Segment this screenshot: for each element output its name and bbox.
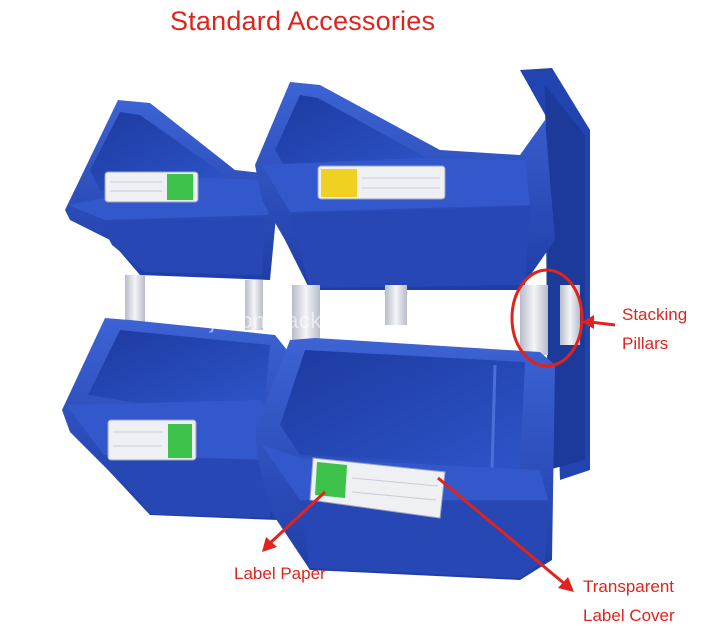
callout-transparent-line1: Transparent [583, 577, 675, 596]
arrow-stacking-pillars [582, 315, 616, 329]
label-holder-top-right [317, 165, 446, 200]
arrow-label-paper [262, 490, 327, 552]
label-holder-bottom-left [107, 419, 197, 461]
callout-stacking-pillars-line2: Pillars [622, 333, 669, 353]
callout-stacking-pillars: Stacking Pillars [622, 304, 687, 356]
bin-bottom-right [255, 338, 555, 580]
label-holder-top-left [104, 171, 199, 203]
stacking-pillars [125, 275, 580, 355]
callout-stacking-pillars-line1: Stacking [622, 305, 688, 324]
label-holder-bottom-right [309, 457, 446, 519]
watermark-text: jiutongrack.com [210, 308, 372, 333]
pillar-highlight-circle [510, 268, 584, 368]
callout-label-paper: Label Paper [234, 564, 326, 583]
page-title: Standard Accessories [170, 6, 436, 36]
callout-transparent-label-cover: Transparent Label Cover [583, 576, 675, 628]
arrow-transparent-label-cover [437, 476, 574, 592]
callout-transparent-line2: Label Cover [583, 605, 675, 625]
